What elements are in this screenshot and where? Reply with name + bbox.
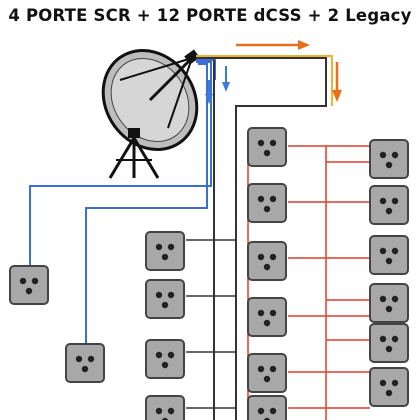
outlet-legacy-2: [65, 343, 105, 383]
outlet-mid-2: [247, 183, 287, 223]
outlet-right-3: [369, 235, 409, 275]
satellite-dish-icon: [101, 48, 200, 179]
outlet-mid-1: [247, 127, 287, 167]
outlet-legacy-1: [9, 265, 49, 305]
signal-arrows: [205, 40, 342, 104]
outlet-right-2: [369, 185, 409, 225]
outlet-right-6: [369, 367, 409, 407]
outlet-right-5: [369, 323, 409, 363]
outlet-dcss-3: [145, 339, 185, 379]
outlet-dcss-4: [145, 395, 185, 420]
outlet-right-1: [369, 139, 409, 179]
outlet-dcss-1: [145, 231, 185, 271]
outlet-dcss-2: [145, 279, 185, 319]
diagram-title: 4 PORTE SCR + 12 PORTE dCSS + 2 Legacy: [8, 6, 412, 25]
outlet-mid-5: [247, 353, 287, 393]
outlet-mid-6: [247, 395, 287, 420]
dcss-links: [186, 239, 236, 409]
outlet-mid-3: [247, 241, 287, 281]
outlet-right-4: [369, 283, 409, 323]
outlet-mid-4: [247, 297, 287, 337]
